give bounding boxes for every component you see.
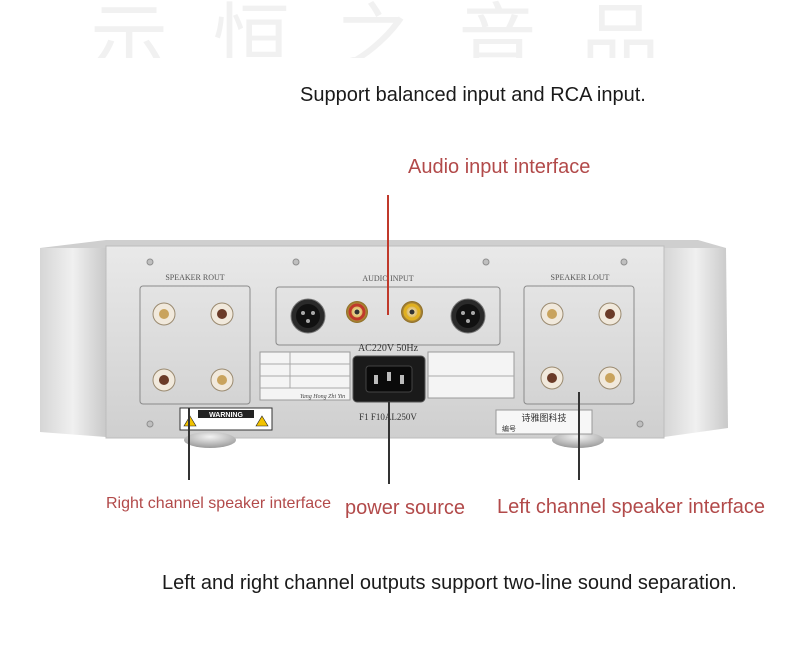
serial-text: 编号	[502, 424, 516, 433]
power-socket	[352, 355, 426, 403]
speaker-lout-text: SPEAKER LOUT	[551, 273, 610, 282]
brand-text: Yang Hong Zhi Yin	[300, 394, 345, 400]
power-leader	[388, 402, 390, 484]
warning-text: WARNING	[209, 412, 243, 419]
chinese-label-text: 诗雅图科技	[521, 412, 566, 424]
rca-connectors	[346, 301, 423, 323]
ac-voltage-text: AC220V 50Hz	[358, 343, 419, 354]
xlr-connectors	[290, 298, 486, 334]
right-speaker-label: Right channel speaker interface	[106, 495, 332, 512]
audio-input-leader	[387, 195, 389, 315]
left-speaker-label: Left channel speaker interface	[497, 496, 765, 518]
left-speaker-leader	[578, 392, 580, 480]
right-speaker-terminals	[152, 302, 234, 392]
audio-input-label: Audio input interface	[408, 156, 591, 178]
top-caption: Support balanced input and RCA input.	[300, 84, 646, 106]
warning-label: WARNING	[179, 407, 273, 431]
left-speaker-terminals	[540, 302, 622, 390]
right-speaker-leader	[188, 408, 190, 480]
background-watermark: 示 恒 之 音 品 牌	[90, 0, 690, 58]
bottom-caption: Left and right channel outputs support t…	[162, 572, 737, 594]
power-source-label: power source	[345, 497, 466, 519]
speaker-rout-text: SPEAKER ROUT	[165, 273, 224, 282]
